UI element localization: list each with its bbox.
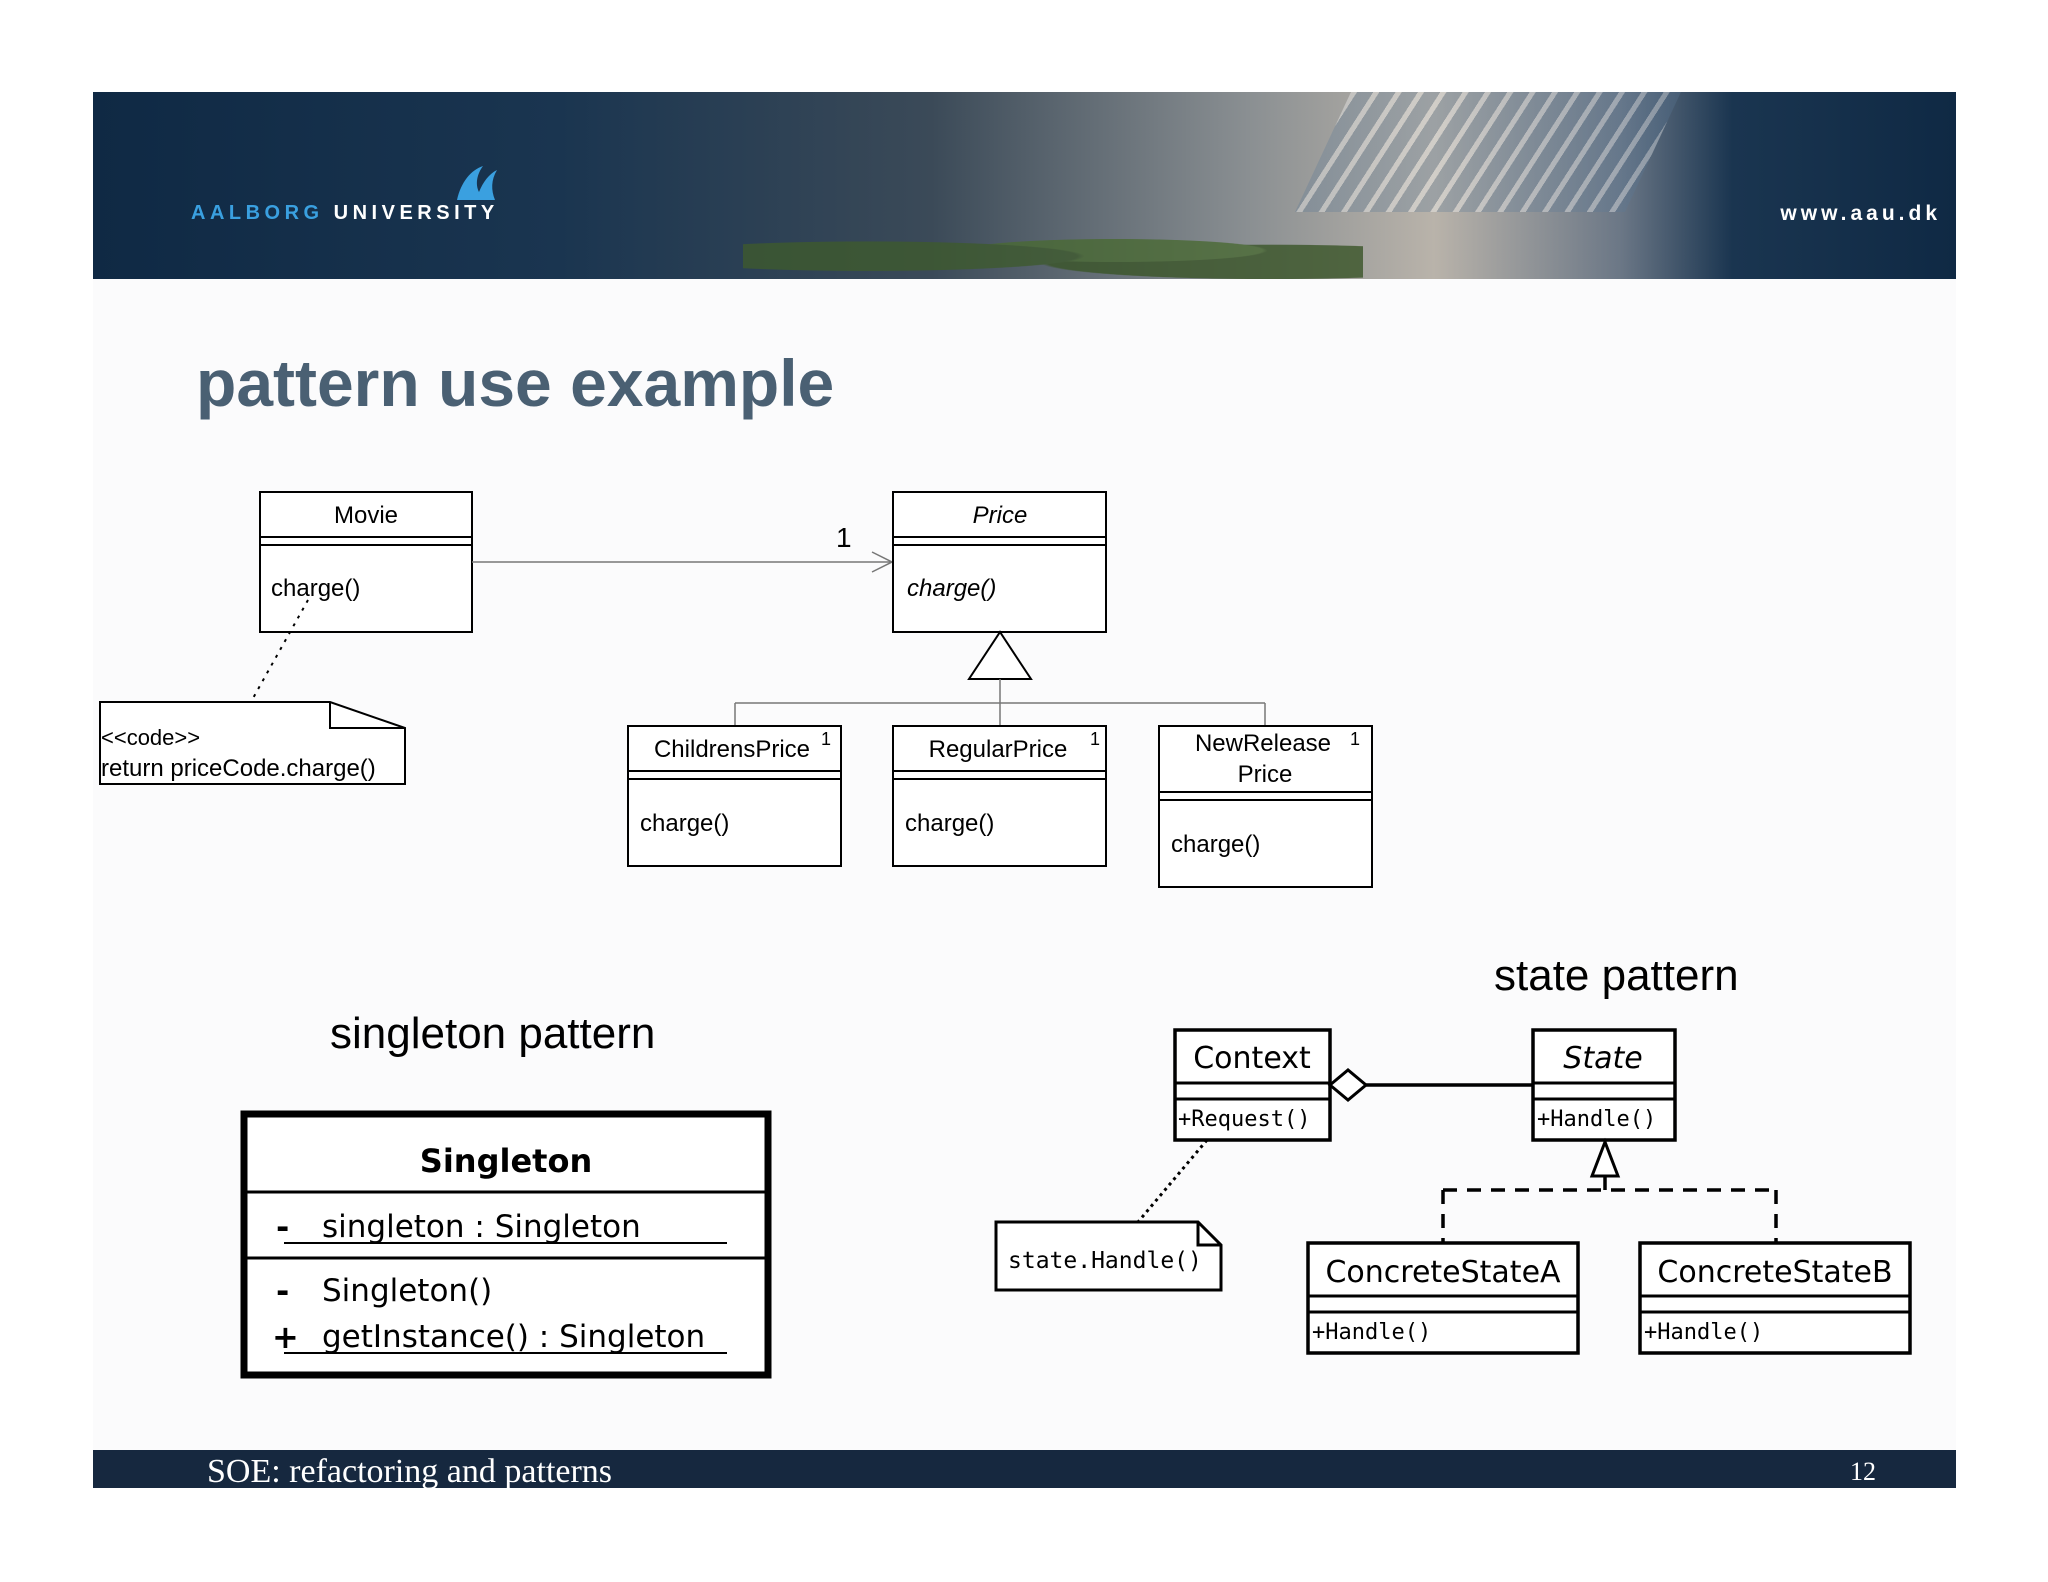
- state-class-name: State: [1563, 1041, 1642, 1076]
- page-title: pattern use example: [196, 346, 835, 420]
- state-method: +Handle(): [1537, 1107, 1656, 1132]
- state-class: State +Handle(): [1531, 1028, 1677, 1142]
- newreleaseprice-class-name-line2: Price: [1238, 761, 1293, 788]
- concretestatea-class-name: ConcreteStateA: [1325, 1255, 1561, 1290]
- movie-price-association: 1: [472, 522, 894, 573]
- newreleaseprice-class-name-line1: NewRelease: [1195, 730, 1331, 757]
- aau-logo-icon: [457, 166, 497, 200]
- singleton-operation-getinstance: getInstance() : Singleton: [322, 1319, 705, 1355]
- price-class-name: Price: [973, 502, 1028, 529]
- childrensprice-multiplicity: 1: [821, 729, 831, 749]
- singleton-attr-visibility: -: [276, 1208, 289, 1246]
- price-class: Price charge(): [892, 491, 1107, 633]
- code-note-line1: <<code>>: [101, 725, 200, 750]
- banner-trees: [743, 222, 1363, 279]
- footer-course-title: SOE: refactoring and patterns: [207, 1453, 613, 1490]
- newreleaseprice-method: charge(): [1171, 831, 1260, 858]
- university-name: AALBORG UNIVERSITY: [191, 202, 499, 225]
- singleton-attribute: singleton : Singleton: [322, 1209, 641, 1245]
- university-name-part1: AALBORG: [191, 202, 324, 224]
- realization-tree: [1441, 1137, 1778, 1243]
- state-note: state.Handle(): [994, 1220, 1223, 1292]
- movie-method: charge(): [271, 575, 360, 602]
- context-class: Context +Request(): [1173, 1028, 1332, 1142]
- singleton-op2-visibility: +: [272, 1318, 299, 1356]
- childrensprice-method: charge(): [640, 810, 729, 837]
- code-note-line2: return priceCode.charge(): [101, 755, 376, 782]
- movie-class-name: Movie: [334, 502, 398, 529]
- state-note-text: state.Handle(): [1008, 1248, 1202, 1274]
- footer-bar: SOE: refactoring and patterns 12: [93, 1450, 1956, 1490]
- university-url: www.aau.dk: [1780, 202, 1941, 225]
- state-note-link: [1136, 1139, 1209, 1223]
- concretestatea-class: ConcreteStateA +Handle(): [1306, 1241, 1580, 1355]
- regularprice-method: charge(): [905, 810, 994, 837]
- generalization-tree: [734, 630, 1266, 726]
- association-multiplicity: 1: [836, 522, 852, 553]
- concretestateb-class-name: ConcreteStateB: [1657, 1255, 1892, 1290]
- concretestateb-class: ConcreteStateB +Handle(): [1638, 1241, 1912, 1355]
- childrensprice-class: ChildrensPrice 1 charge(): [627, 725, 842, 867]
- note-link: [251, 599, 309, 701]
- footer-page-number: 12: [1850, 1457, 1876, 1486]
- context-method: +Request(): [1178, 1107, 1310, 1132]
- singleton-operation-constructor: Singleton(): [322, 1273, 492, 1309]
- movie-class: Movie charge(): [259, 491, 473, 633]
- concretestateb-method: +Handle(): [1644, 1320, 1763, 1345]
- code-note: <<code>> return priceCode.charge(): [99, 701, 406, 785]
- singleton-class: Singleton - singleton : Singleton - Sing…: [240, 1110, 772, 1379]
- university-name-part2: UNIVERSITY: [323, 202, 499, 224]
- childrensprice-class-name: ChildrensPrice: [654, 736, 810, 763]
- aggregation-link: [1327, 1068, 1533, 1102]
- singleton-op1-visibility: -: [276, 1272, 289, 1310]
- price-method: charge(): [907, 575, 996, 602]
- regularprice-class-name: RegularPrice: [929, 736, 1068, 763]
- regularprice-multiplicity: 1: [1090, 729, 1100, 749]
- singleton-class-name: Singleton: [420, 1142, 592, 1180]
- context-class-name: Context: [1193, 1041, 1311, 1076]
- singleton-caption: singleton pattern: [330, 1009, 655, 1058]
- concretestatea-method: +Handle(): [1312, 1320, 1431, 1345]
- newreleaseprice-class: NewRelease Price 1 charge(): [1158, 725, 1373, 888]
- state-caption: state pattern: [1494, 951, 1739, 1000]
- newreleaseprice-multiplicity: 1: [1350, 729, 1360, 749]
- header-banner: AALBORG UNIVERSITY www.aau.dk: [93, 92, 1956, 279]
- regularprice-class: RegularPrice 1 charge(): [892, 725, 1107, 867]
